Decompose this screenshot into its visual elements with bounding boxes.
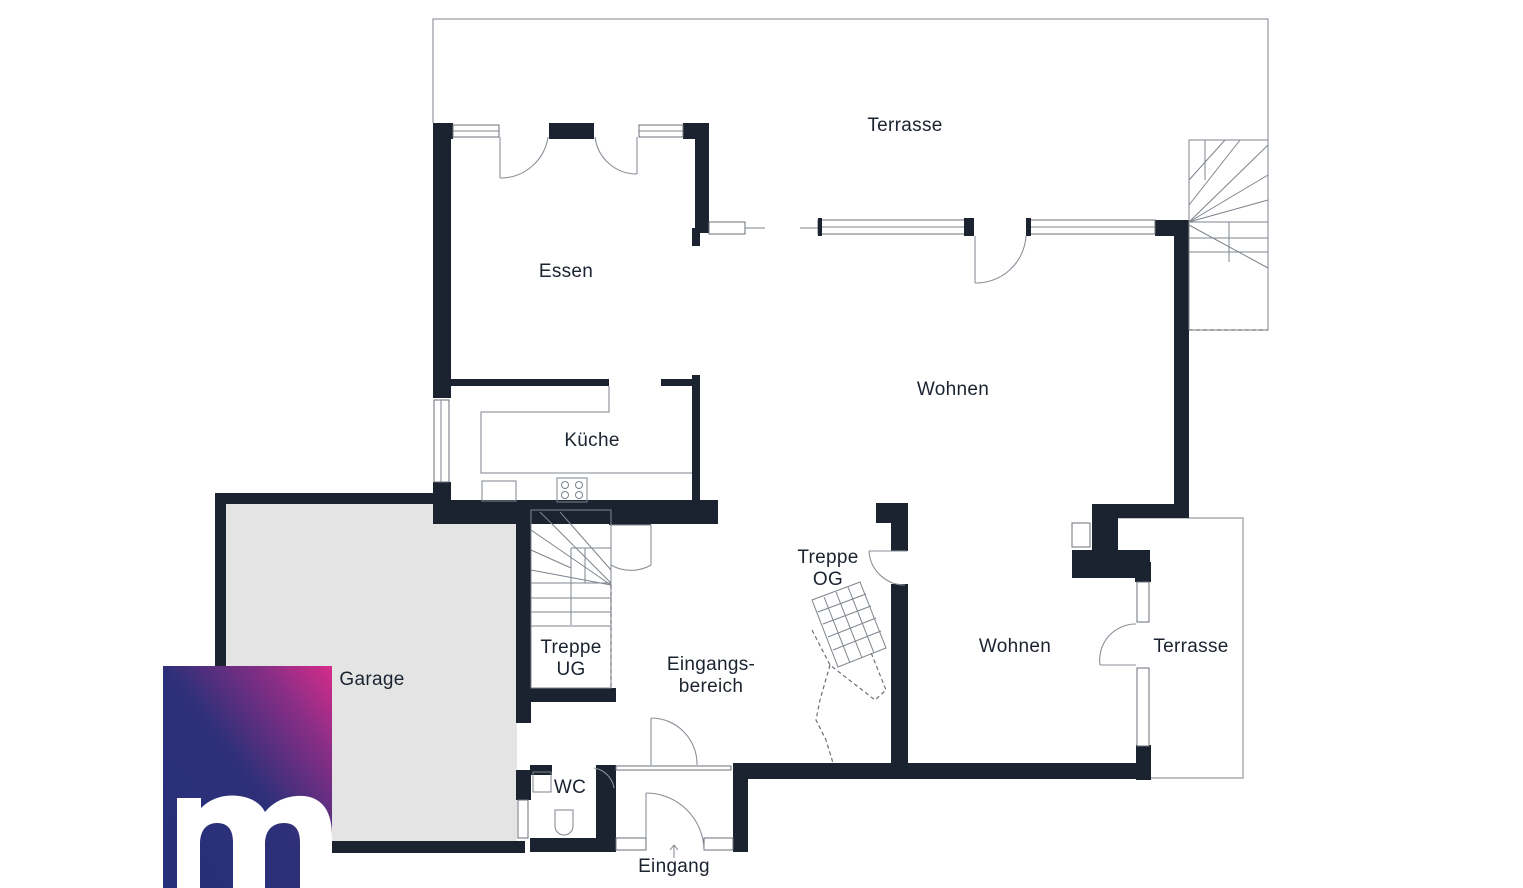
- wc-fixtures: [532, 771, 574, 836]
- stairs-ug: [530, 509, 612, 689]
- stairs-exterior: [1188, 139, 1269, 331]
- label-entrance-area-line2: bereich: [678, 676, 744, 697]
- stairs-og-dashed-2: [815, 664, 834, 764]
- terrace-top-outline: [432, 18, 1269, 140]
- label-garage: Garage: [339, 669, 405, 690]
- kitchen-fixtures: [480, 386, 692, 503]
- walls: [215, 123, 1189, 853]
- entrance-arrow: [669, 844, 679, 858]
- label-terrace-top: Terrasse: [867, 115, 943, 136]
- label-kitchen: Küche: [564, 430, 620, 451]
- label-stairs-ug-line1: Treppe: [540, 637, 602, 658]
- stairs-og-dashed: [811, 629, 887, 701]
- label-entrance-area-line1: Eingangs-: [666, 654, 756, 675]
- label-stairs-ug: Treppe UG: [540, 637, 601, 681]
- label-entrance-area: Eingangs- bereich: [667, 654, 755, 698]
- label-entrance: Eingang: [638, 856, 710, 877]
- brand-logo: [163, 666, 332, 888]
- label-stairs-og: Treppe OG: [797, 547, 858, 591]
- label-wc: WC: [553, 777, 587, 798]
- label-stairs-og-line2: OG: [812, 569, 844, 590]
- windows: [433, 124, 1156, 851]
- logo-letter-m: [177, 795, 332, 888]
- label-dining: Essen: [538, 261, 594, 282]
- label-living-secondary: Wohnen: [978, 636, 1052, 657]
- label-stairs-ug-line2: UG: [556, 659, 586, 680]
- label-stairs-og-line1: Treppe: [797, 547, 859, 568]
- stairs-og: [811, 581, 887, 668]
- label-living-main: Wohnen: [916, 379, 990, 400]
- doors: [499, 136, 1137, 851]
- label-terrace-right: Terrasse: [1153, 636, 1229, 657]
